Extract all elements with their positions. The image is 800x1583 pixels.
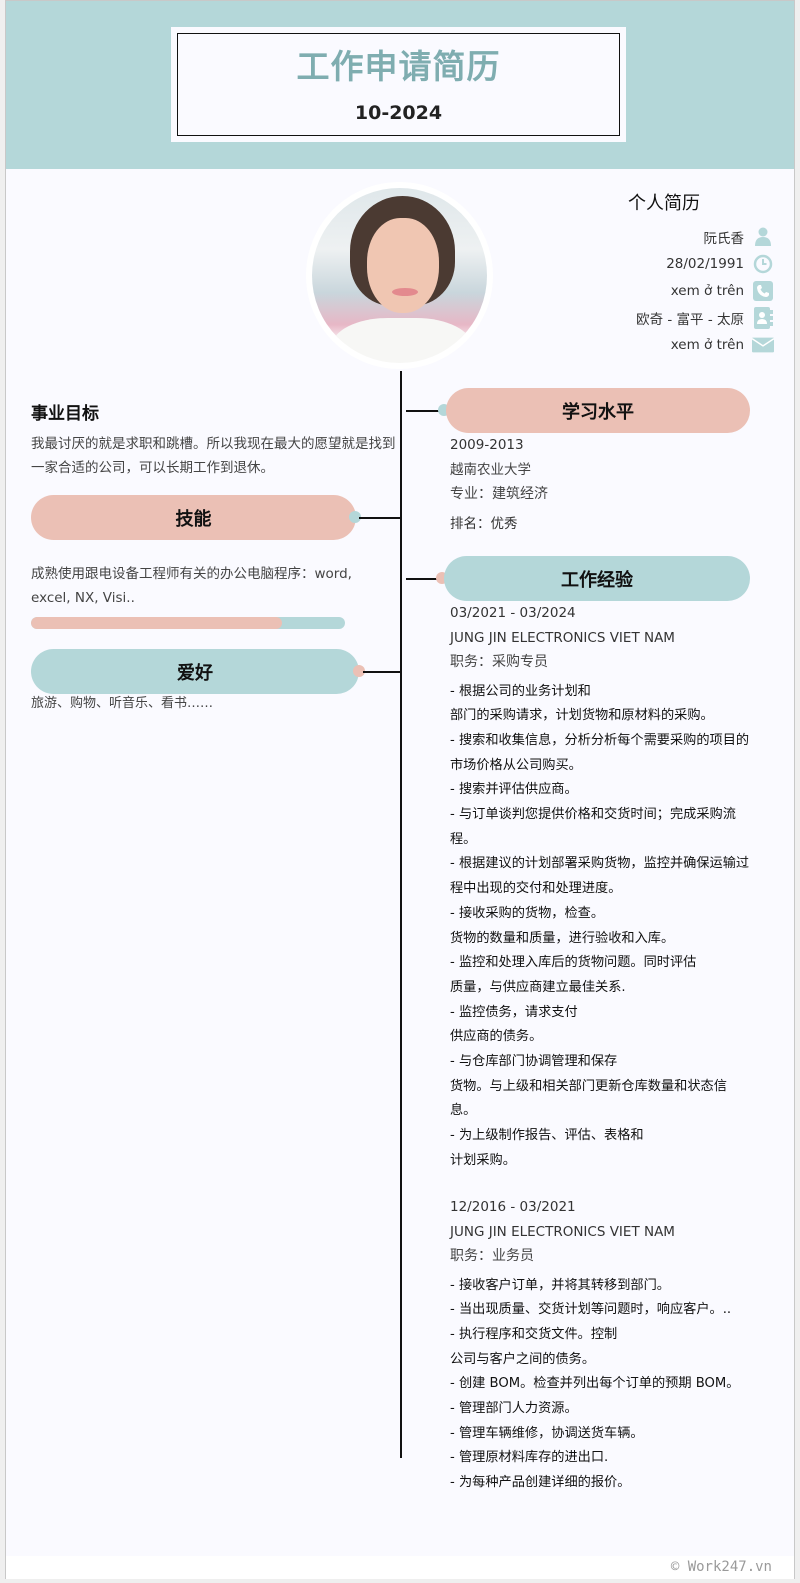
skills-header: 技能 — [31, 495, 356, 540]
career-objective-title: 事业目标 — [31, 404, 99, 424]
duty-line: - 监控和处理入库后的货物问题。同时评估 — [450, 955, 697, 971]
career-objective-text: 我最讨厌的就是求职和跳槽。所以我现在最大的愿望就是找到一家合适的公司，可以长期工… — [31, 436, 396, 476]
duty-line: - 执行程序和交货文件。控制 — [450, 1326, 618, 1342]
title-box: 工作申请简历 10-2024 — [171, 27, 626, 142]
personal-name: 阮氏香 — [703, 230, 745, 247]
duty-line: - 创建 BOM。检查并列出每个订单的预期 BOM。 — [450, 1376, 740, 1392]
title-frame: 工作申请简历 10-2024 — [177, 33, 620, 136]
duty-line: - 为每种产品创建详细的报价。 — [450, 1475, 631, 1491]
duty-line: - 与仓库部门协调管理和保存 — [450, 1054, 618, 1070]
skills-connector-dot — [349, 511, 361, 523]
duty-line: - 根据建议的计划部署采购货物，监控并确保运输过程中出现的交付和处理进度。 — [450, 856, 750, 897]
job-2-company: JUNG JIN ELECTRONICS VIET NAM — [450, 1223, 675, 1240]
duty-line: - 管理原材料库存的进出口. — [450, 1450, 609, 1466]
hobbies-header: 爱好 — [31, 649, 359, 694]
duty-line: - 接收客户订单，并将其转移到部门。 — [450, 1277, 670, 1293]
profile-photo — [312, 188, 487, 363]
timeline-line — [400, 371, 402, 1458]
copyright-link[interactable]: © Work247.vn — [670, 1559, 772, 1575]
personal-phone-row: xem ở trên — [554, 277, 774, 304]
experience-title: 工作经验 — [561, 569, 633, 591]
duty-line: 供应商的债务。 — [450, 1029, 543, 1045]
personal-info: 个人简历 阮氏香 28/02/1991 xem ở trên 欧奇 - 富平 -… — [554, 189, 774, 358]
education-major: 专业：建筑经济 — [450, 486, 548, 502]
personal-name-row: 阮氏香 — [554, 223, 774, 250]
duty-line: - 为上级制作报告、评估、表格和 — [450, 1128, 644, 1144]
job-2-period: 12/2016 - 03/2021 — [450, 1199, 576, 1215]
job-1-position: 职务：采购专员 — [450, 654, 548, 670]
duty-line: 货物的数量和质量，进行验收和入库。 — [450, 930, 675, 946]
personal-birthdate-row: 28/02/1991 — [554, 250, 774, 277]
profile-photo-frame — [306, 182, 493, 369]
duty-line: 质量，与供应商建立最佳关系. — [450, 979, 626, 995]
duty-line: 公司与客户之间的债务。 — [450, 1351, 596, 1367]
duty-line: - 与订单谈判您提供价格和交货时间；完成采购流程。 — [450, 807, 736, 847]
personal-phone: xem ở trên — [670, 282, 744, 299]
duty-line: 部门的采购请求，计划货物和原材料的采购。 — [450, 708, 714, 724]
resume-date: 10-2024 — [354, 101, 443, 124]
education-header: 学习水平 — [446, 388, 750, 433]
duty-line: 货物。与上级和相关部门更新仓库数量和状态信息。 — [450, 1078, 727, 1119]
header-band: 工作申请简历 10-2024 — [6, 1, 794, 169]
personal-birthdate: 28/02/1991 — [666, 255, 744, 272]
experience-header: 工作经验 — [444, 556, 750, 601]
job-2-position: 职务：业务员 — [450, 1248, 534, 1264]
job-1-duties: - 根据公司的业务计划和 部门的采购请求，计划货物和原材料的采购。 - 搜索和收… — [450, 680, 750, 1174]
duty-line: - 管理车辆维修，协调送货车辆。 — [450, 1425, 644, 1441]
experience-connector — [406, 578, 440, 580]
hobbies-connector-dot — [353, 665, 365, 677]
hobbies-title: 爱好 — [177, 662, 213, 684]
duty-line: - 根据公司的业务计划和 — [450, 683, 591, 699]
personal-email-row: xem ở trên — [554, 331, 774, 358]
address-book-icon — [752, 306, 774, 329]
envelope-icon — [752, 334, 774, 356]
duty-line: - 接收采购的货物，检查。 — [450, 905, 605, 921]
skill-level-fill — [31, 617, 283, 629]
duty-line: - 当出现质量、交货计划等问题时，响应客户。.. — [450, 1302, 732, 1318]
education-rank: 排名：优秀 — [450, 515, 518, 532]
skill-level-bar — [31, 617, 345, 629]
duty-line: - 监控债务，请求支付 — [450, 1004, 578, 1020]
job-1: 03/2021 - 03/2024 JUNG JIN ELECTRONICS V… — [450, 601, 750, 1174]
education-period: 2009-2013 — [450, 437, 524, 453]
personal-email: xem ở trên — [670, 336, 744, 353]
hobbies-text: 旅游、购物、听音乐、看书…… — [31, 696, 214, 711]
duty-line: - 搜索和收集信息，分析分析每个需要采购的项目的市场价格从公司购买。 — [450, 732, 750, 773]
skills-section: 成熟使用跟电设备工程师有关的办公电脑程序：word, excel, NX, Vi… — [31, 562, 356, 610]
education-title: 学习水平 — [562, 401, 634, 423]
user-icon — [752, 226, 774, 248]
hobbies-connector — [363, 671, 401, 673]
job-1-company: JUNG JIN ELECTRONICS VIET NAM — [450, 629, 675, 646]
job-2-duties: - 接收客户订单，并将其转移到部门。 - 当出现质量、交货计划等问题时，响应客户… — [450, 1274, 750, 1496]
clock-icon — [752, 253, 774, 275]
skills-title: 技能 — [175, 508, 212, 530]
personal-info-title: 个人简历 — [628, 193, 700, 214]
education-section: 2009-2013 越南农业大学 专业：建筑经济 排名：优秀 — [450, 433, 750, 536]
job-2: 12/2016 - 03/2021 JUNG JIN ELECTRONICS V… — [450, 1195, 750, 1496]
duty-line: - 搜索并评估供应商。 — [450, 782, 578, 798]
career-objective-section: 事业目标 我最讨厌的就是求职和跳槽。所以我现在最大的愿望就是找到一家合适的公司，… — [31, 399, 401, 480]
education-school: 越南农业大学 — [450, 461, 531, 478]
job-1-period: 03/2021 - 03/2024 — [450, 605, 576, 621]
resume-page: 工作申请简历 10-2024 个人简历 阮氏香 28/02/1991 — [5, 0, 795, 1579]
duty-line: 计划采购。 — [450, 1152, 516, 1168]
skills-connector — [359, 517, 401, 519]
duty-line: - 管理部门人力资源。 — [450, 1401, 578, 1417]
skills-text: 成熟使用跟电设备工程师有关的办公电脑程序：word, excel, NX, Vi… — [31, 566, 352, 606]
hobbies-section: 旅游、购物、听音乐、看书…… — [31, 694, 401, 714]
resume-title: 工作申请简历 — [296, 46, 501, 86]
phone-icon — [752, 280, 774, 302]
personal-address: 欧奇 - 富平 - 太原 — [636, 311, 744, 328]
education-connector — [406, 410, 442, 412]
footer: © Work247.vn — [6, 1556, 794, 1579]
personal-address-row: 欧奇 - 富平 - 太原 — [554, 304, 774, 331]
